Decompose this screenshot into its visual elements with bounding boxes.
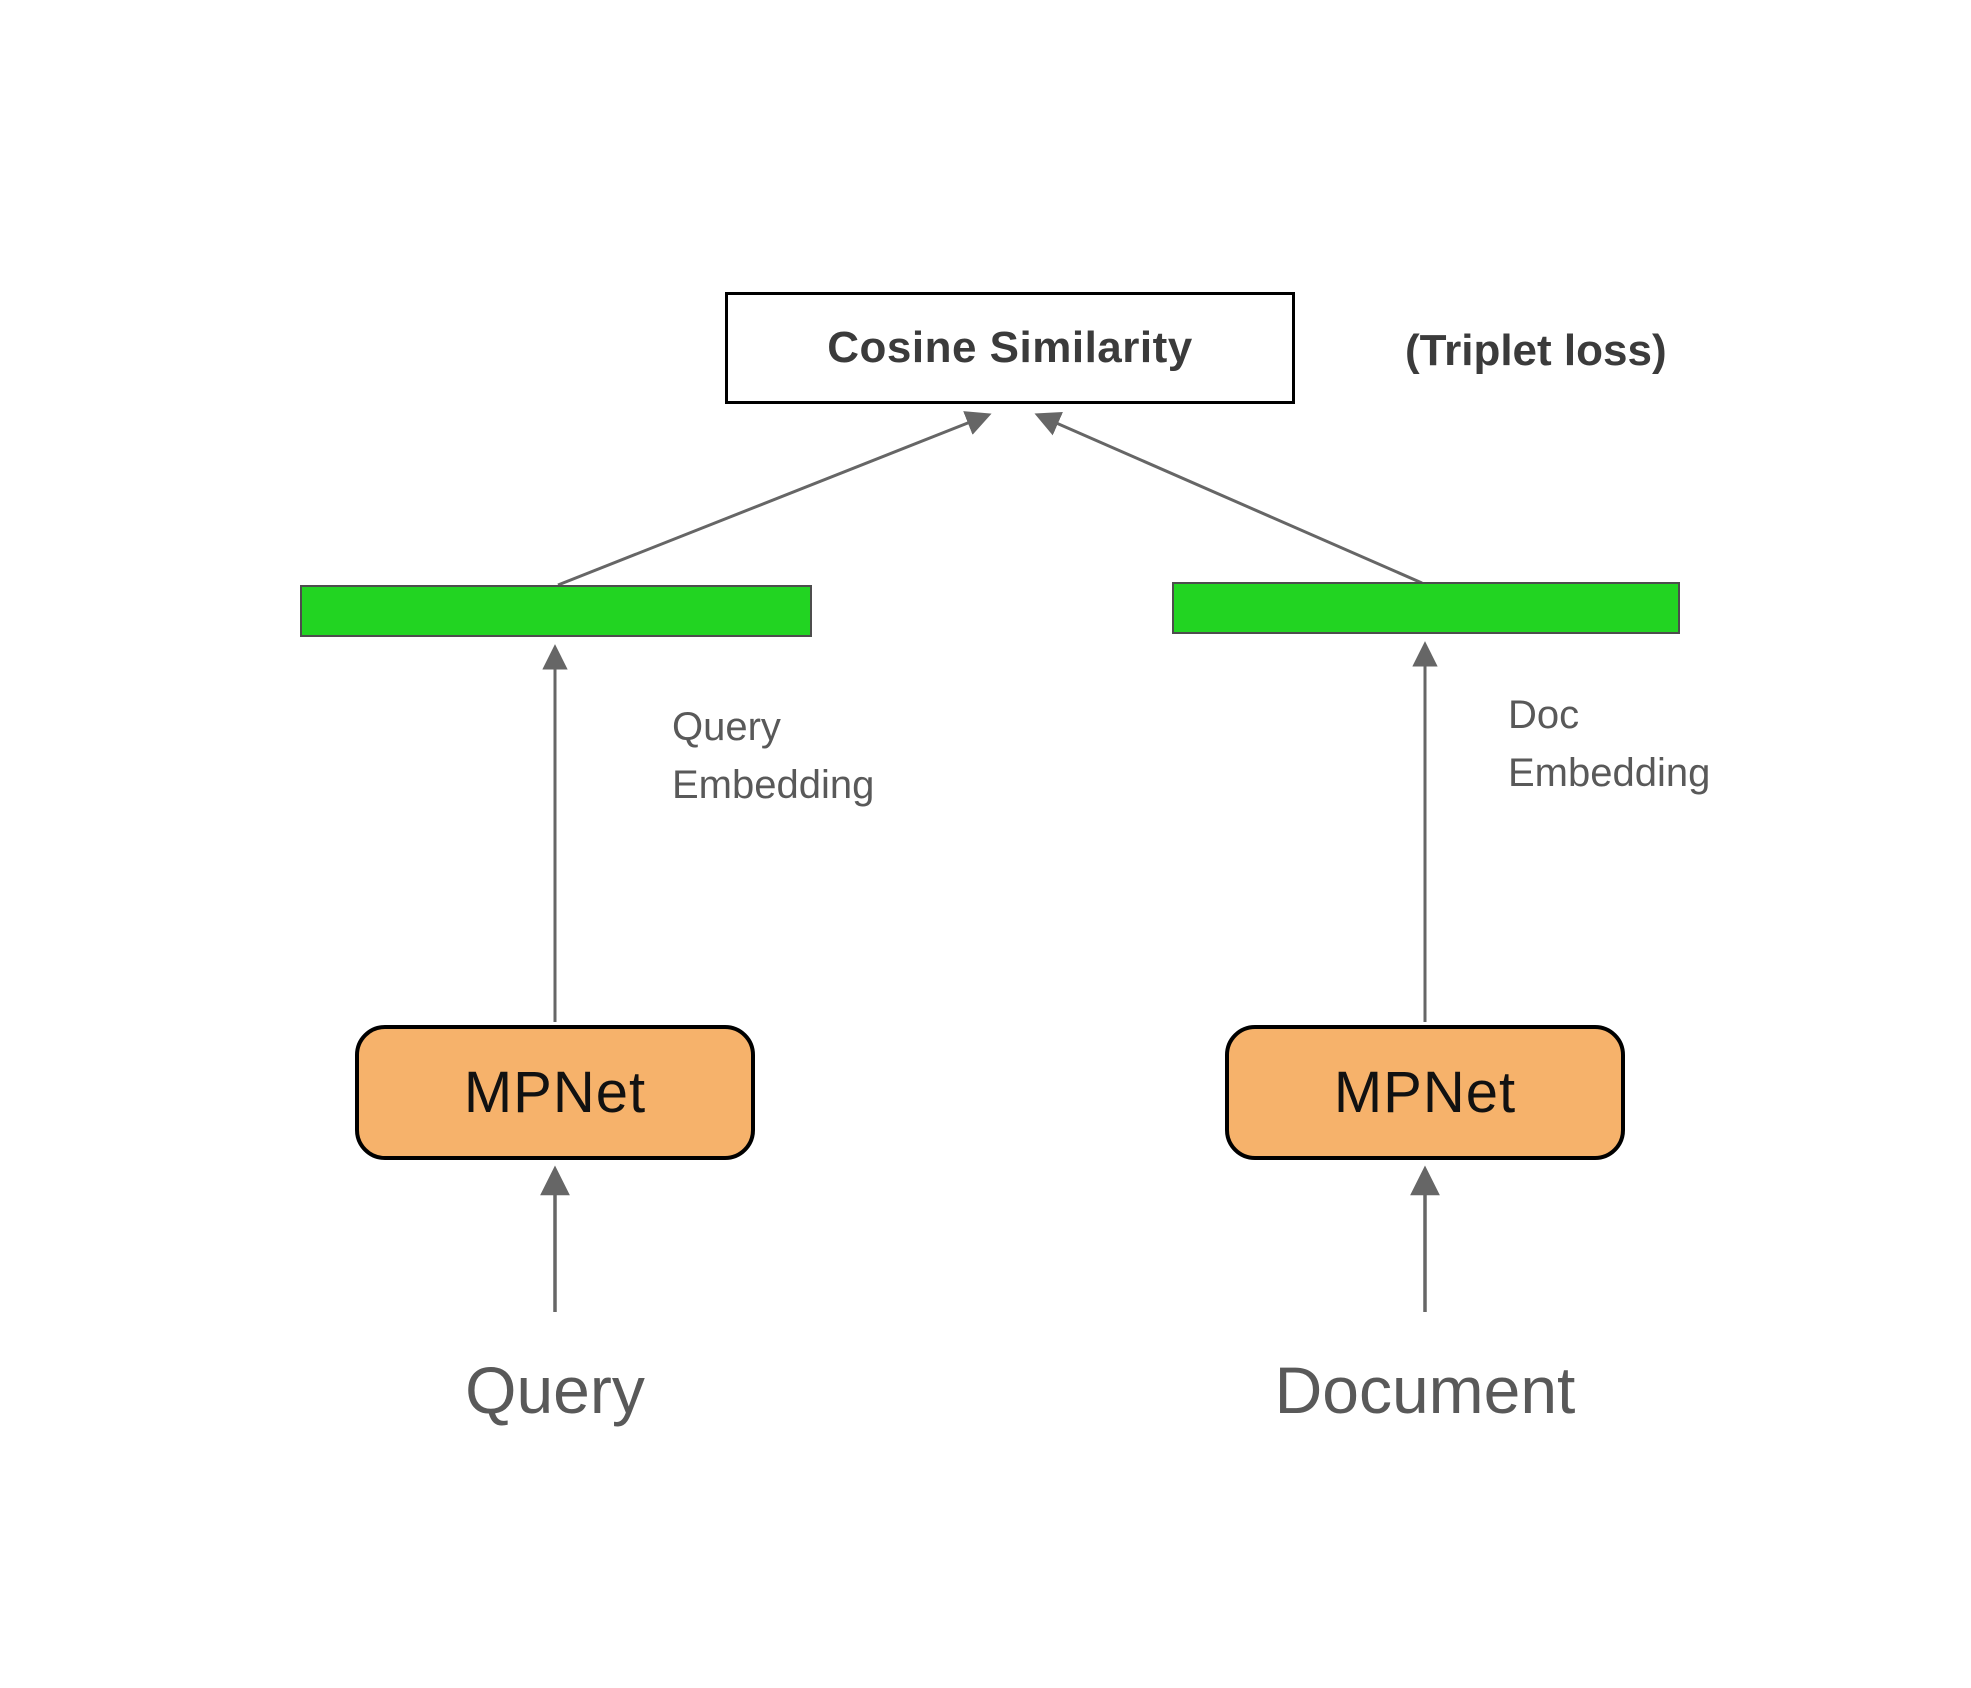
left-mpnet-label: MPNet [463, 1060, 647, 1125]
cosine-similarity-node: Cosine Similarity [725, 292, 1295, 404]
arrow-doc-embedding-to-cosine [1034, 412, 1423, 585]
left-mpnet-node: MPNet [355, 1025, 755, 1160]
document-input-label: Document [1274, 1353, 1576, 1427]
query-embedding-bar [300, 585, 812, 637]
right-mpnet-label: MPNet [1333, 1060, 1517, 1125]
doc-embedding-label: Doc Embedding [1508, 686, 1710, 802]
query-embedding-label: Query Embedding [672, 698, 874, 814]
triplet-loss-label: (Triplet loss) [1405, 326, 1667, 375]
doc-embedding-label-line1: Doc [1508, 693, 1580, 737]
doc-embedding-label-line2: Embedding [1508, 751, 1711, 795]
cosine-similarity-label: Cosine Similarity [827, 323, 1193, 372]
right-mpnet-node: MPNet [1225, 1025, 1625, 1160]
doc-embedding-bar [1172, 582, 1680, 634]
query-embedding-label-line2: Embedding [672, 763, 875, 807]
query-embedding-label-line1: Query [672, 705, 781, 749]
arrow-query-embedding-to-cosine [557, 411, 992, 587]
query-input-label: Query [465, 1353, 645, 1427]
